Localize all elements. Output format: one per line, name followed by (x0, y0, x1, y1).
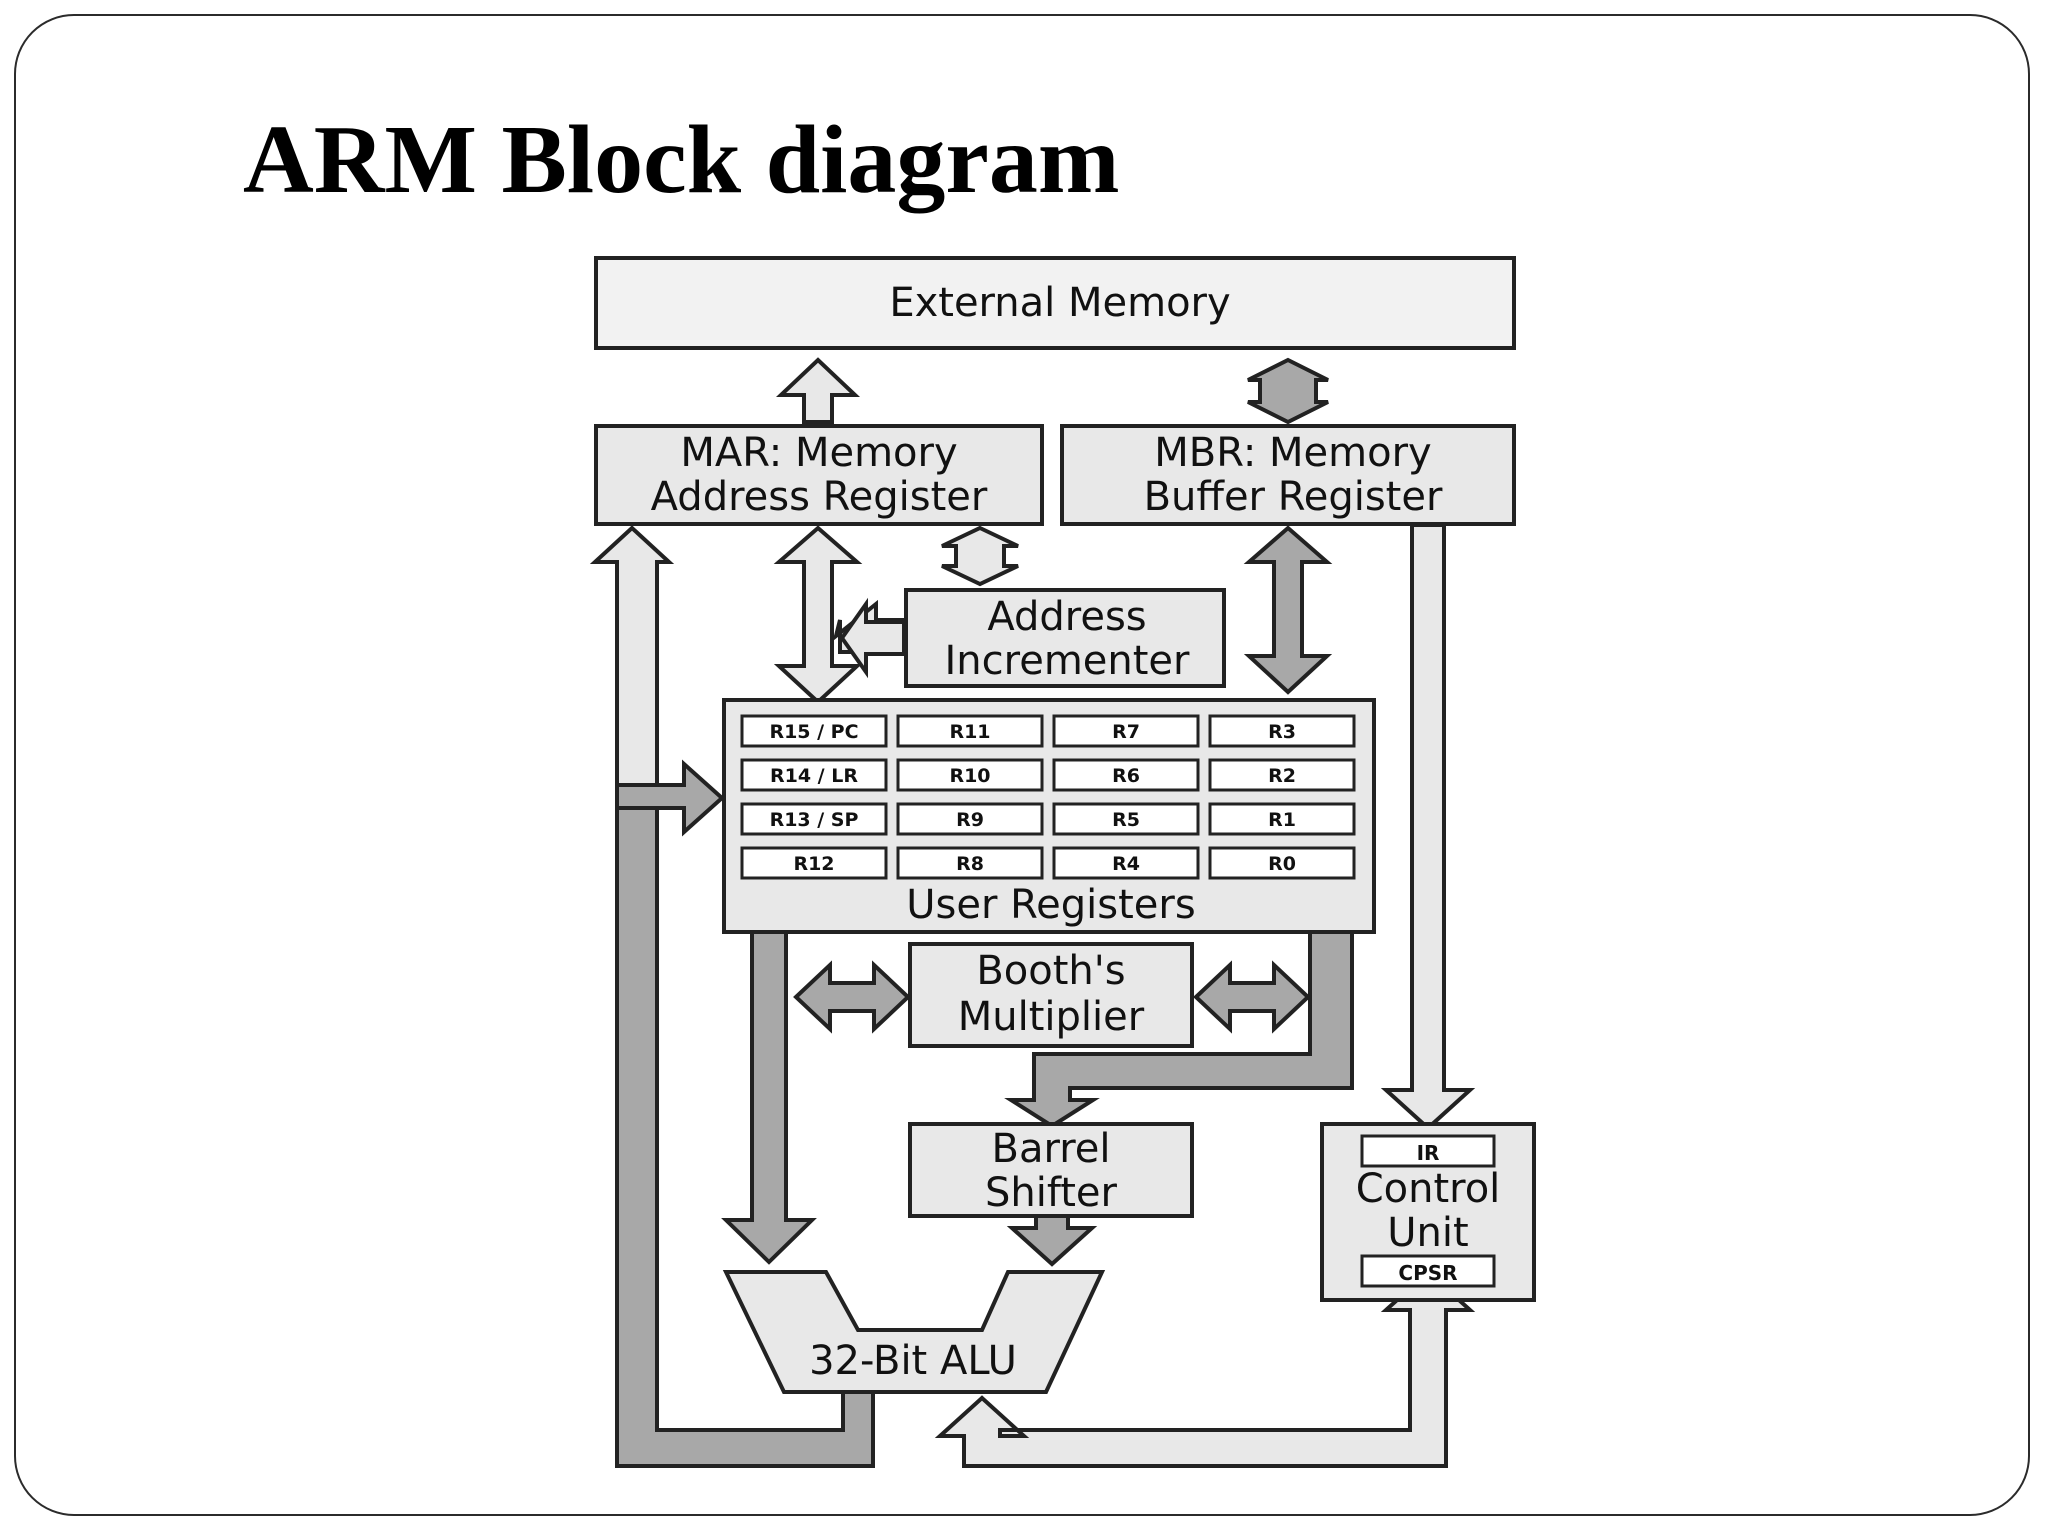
register-label: R4 (1112, 853, 1140, 875)
mbr-label-line2: Buffer Register (1144, 474, 1443, 520)
register-label: R7 (1112, 721, 1140, 743)
register-cell (1208, 846, 1356, 880)
register-cell (740, 758, 888, 792)
register-cell (896, 758, 1044, 792)
register-label: R1 (1268, 809, 1296, 831)
register-cell (740, 714, 888, 748)
mbr-box (1060, 424, 1516, 526)
external-memory-box (594, 256, 1516, 350)
barrel-shifter-to-alu-arrow (1006, 1213, 1098, 1267)
booths-multiplier-box (908, 942, 1194, 1048)
register-label: R9 (956, 809, 984, 831)
mbr-to-control-unit-arrow (1380, 523, 1476, 1131)
register-cell (896, 714, 1044, 748)
register-cell (1052, 802, 1200, 836)
diagram-labels: External Memory MAR: Memory Address Regi… (651, 280, 1501, 1384)
register-cell (1208, 714, 1356, 748)
multiplier-left-bidirectional-arrow (793, 960, 911, 1034)
register-cell (740, 846, 888, 880)
cpsr-box (1360, 1254, 1496, 1288)
ir-label: IR (1417, 1141, 1440, 1165)
multiplier-right-bidirectional-arrow (1193, 960, 1311, 1034)
register-label: R10 (949, 765, 990, 787)
register-cell (740, 802, 888, 836)
barrel-shifter-box (908, 1122, 1194, 1218)
register-cell (1208, 758, 1356, 792)
register-cells (740, 714, 1356, 880)
register-cell (1208, 802, 1356, 836)
registers-to-alu-left-arrow (721, 930, 817, 1265)
alu-shape (722, 1270, 1106, 1394)
register-label: R13 / SP (770, 809, 859, 831)
address-incrementer-line1: Address (987, 594, 1146, 640)
register-cell (1052, 758, 1200, 792)
address-bus-up-to-mar (589, 525, 675, 787)
page-title: ARM Block diagram (243, 106, 1120, 214)
register-label: R0 (1268, 853, 1296, 875)
booths-multiplier-line1: Booth's (976, 948, 1125, 994)
register-cell (1052, 846, 1200, 880)
control-unit-line1: Control (1356, 1166, 1501, 1212)
ir-box (1360, 1134, 1496, 1168)
registers-mbr-bidirectional-arrow (1243, 525, 1333, 695)
incrementer-to-bus-arrowhead (839, 597, 906, 679)
register-label: R14 / LR (770, 765, 858, 787)
bus-to-user-registers-arrow (615, 759, 725, 837)
barrel-shifter-line1: Barrel (992, 1126, 1111, 1172)
user-registers-label: User Registers (906, 882, 1195, 928)
mar-box (594, 424, 1044, 526)
mbr-label-line1: MBR: Memory (1154, 430, 1431, 476)
register-cell (896, 802, 1044, 836)
register-cell (1052, 714, 1200, 748)
register-label: R11 (949, 721, 990, 743)
booths-multiplier-line2: Multiplier (958, 994, 1145, 1040)
register-label: R12 (793, 853, 834, 875)
mar-label-line1: MAR: Memory (680, 430, 957, 476)
register-label: R15 / PC (769, 721, 858, 743)
cpsr-label: CPSR (1398, 1261, 1457, 1285)
mar-incrementer-bidirectional-arrow (941, 525, 1019, 587)
mar-label-line2: Address Register (651, 474, 988, 520)
register-label: R3 (1268, 721, 1296, 743)
mbr-memory-bidirectional-arrow (1247, 357, 1329, 425)
external-memory-label: External Memory (889, 280, 1230, 326)
register-cell (896, 846, 1044, 880)
register-label: R8 (956, 853, 984, 875)
register-label: R6 (1112, 765, 1140, 787)
address-incrementer-line2: Incrementer (945, 638, 1191, 684)
registers-mar-bidirectional-arrow (773, 525, 863, 705)
mar-to-memory-arrow (775, 357, 861, 424)
control-unit-line2: Unit (1387, 1210, 1468, 1256)
register-label: R2 (1268, 765, 1296, 787)
registers-to-barrel-shifter-arrow (1004, 930, 1354, 1129)
barrel-shifter-line2: Shifter (985, 1170, 1118, 1216)
address-incrementer-box (904, 588, 1226, 688)
register-label: R5 (1112, 809, 1140, 831)
alu-label: 32-Bit ALU (809, 1338, 1017, 1384)
